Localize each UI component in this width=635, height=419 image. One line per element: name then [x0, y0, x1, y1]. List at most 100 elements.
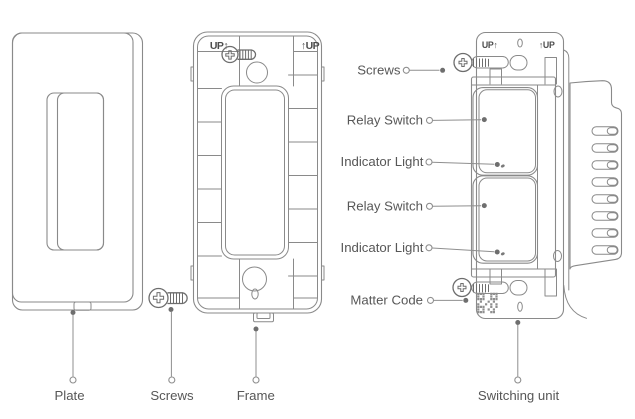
screw-phillips-cross — [457, 283, 467, 292]
unit-yoke-hole-bottom — [553, 250, 562, 262]
callout-indicator-light-1-label: Indicator Light — [341, 154, 424, 169]
rocker-outline — [472, 175, 539, 264]
screw-head — [221, 45, 239, 64]
frame-bottom-oval-hole — [251, 288, 259, 300]
unit-top-screw-slot — [471, 56, 509, 69]
switching-unit-label: Switching unit — [478, 388, 560, 403]
callout-relay-switch-1-line — [432, 119, 482, 121]
plate-illustration — [11, 32, 144, 311]
indicator-light-1-led — [500, 164, 505, 168]
screw-icon-unit-top — [453, 52, 489, 73]
rocker-outline — [472, 87, 539, 176]
screws-leader-endpoint — [168, 376, 176, 384]
unit-bottom-obround-hole — [509, 280, 528, 296]
part-label-screws: Screws — [150, 307, 194, 403]
unit-bezel — [470, 76, 557, 278]
screw-threads — [473, 283, 489, 293]
unit-strap-flange — [563, 49, 587, 319]
frame-top-hole — [246, 61, 268, 84]
screw-icon-loose — [148, 287, 188, 309]
callout-relay-switch-2-label: Relay Switch — [347, 198, 423, 213]
screw-shaft — [237, 49, 257, 60]
screw-icon-frame-top — [221, 45, 257, 64]
screw-threads — [473, 58, 489, 68]
unit-side-housing — [569, 80, 623, 270]
callout-relay-switch-2-endpoint — [425, 202, 434, 210]
frame-grid-ribs — [197, 35, 318, 310]
rocker-face — [478, 89, 536, 174]
plate-paddle-outline — [46, 92, 105, 251]
unit-strap-outline — [475, 31, 565, 320]
screw-phillips-cross — [152, 292, 165, 304]
relay-switch-rocker-2[interactable] — [472, 175, 539, 264]
relay-switch-rocker-1[interactable] — [472, 87, 539, 176]
callout-indicator-light-1-line — [432, 161, 495, 165]
frame-cutout-inner — [225, 89, 285, 256]
unit-up-marking-right: ↑UP — [539, 40, 555, 50]
frame-label: Frame — [237, 388, 275, 403]
frame-up-marking-left: UP↑ — [210, 40, 228, 52]
screw-phillips-cross — [225, 50, 235, 60]
callout-indicator-light-2-line — [432, 247, 495, 253]
callout-relay-switch-2-dot — [481, 203, 487, 209]
indicator-light-2-led — [500, 252, 505, 256]
part-label-frame: Frame — [237, 326, 275, 403]
screw-threads — [239, 49, 252, 60]
screw-head — [453, 52, 473, 73]
callout-relay-switch-2: Relay Switch — [347, 198, 487, 213]
callout-relay-switch-1-dot — [481, 117, 487, 123]
part-label-switching-unit: Switching unit — [478, 320, 560, 403]
frame-up-marking-right: ↑UP — [301, 40, 320, 52]
unit-yoke-hole-top — [553, 85, 563, 98]
rocker-face — [478, 177, 536, 262]
frame-bottom-hole — [242, 266, 267, 292]
plate-face — [11, 32, 134, 303]
screw-phillips-cross — [458, 58, 468, 67]
callout-indicator-light-2-dot — [494, 249, 500, 255]
callout-relay-switch-1: Relay Switch — [347, 112, 487, 127]
plate-leader-endpoint — [69, 376, 77, 384]
callout-relay-switch-2-line — [432, 205, 482, 207]
frame-leader-endpoint — [252, 376, 260, 384]
part-label-plate: Plate — [54, 310, 85, 403]
vent-slots — [591, 126, 619, 255]
callout-indicator-light-1: Indicator Light — [341, 154, 500, 169]
plate-outline — [11, 32, 144, 311]
screw-threads — [170, 292, 183, 304]
callout-indicator-light-1-dot — [494, 162, 500, 167]
callout-screws-endpoint — [402, 66, 410, 74]
plate-label: Plate — [54, 388, 84, 403]
unit-strap-notches — [489, 57, 557, 297]
screw-head — [452, 277, 472, 298]
callout-matter-code-label: Matter Code — [350, 292, 423, 307]
frame-side-tabs — [190, 66, 325, 281]
callout-indicator-light-2: Indicator Light — [341, 240, 500, 255]
callout-matter-code-dot — [463, 297, 469, 303]
unit-bezel-inner-lines — [471, 84, 556, 270]
frame-leader-dot — [253, 326, 259, 332]
plate-leader-dot — [70, 310, 76, 315]
unit-bottom-screw-slot — [471, 281, 509, 294]
callout-indicator-light-1-endpoint — [425, 158, 433, 166]
frame-cutout-outer — [221, 85, 289, 260]
callout-matter-code-endpoint — [426, 296, 435, 304]
callout-screws-dot — [440, 67, 446, 73]
frame-outline — [192, 31, 323, 314]
callout-relay-switch-1-label: Relay Switch — [347, 112, 423, 127]
frame-inner-outline — [197, 35, 318, 310]
callout-screws: Screws — [357, 62, 446, 77]
callout-matter-code: Matter Code — [350, 292, 469, 307]
callout-indicator-light-2-label: Indicator Light — [341, 240, 424, 255]
screw-head — [148, 287, 169, 309]
plate-paddle-face — [56, 92, 105, 251]
frame-illustration: UP↑ ↑UP — [190, 31, 325, 323]
screws-leader-dot — [168, 307, 174, 312]
callout-indicator-light-2-endpoint — [425, 244, 433, 252]
frame-bottom-tab-inner — [256, 312, 271, 319]
switching-unit-leader-dot — [515, 320, 521, 325]
callout-screws-label: Screws — [357, 62, 401, 77]
unit-top-pinhole — [517, 38, 523, 48]
unit-bottom-pinhole — [517, 301, 523, 312]
